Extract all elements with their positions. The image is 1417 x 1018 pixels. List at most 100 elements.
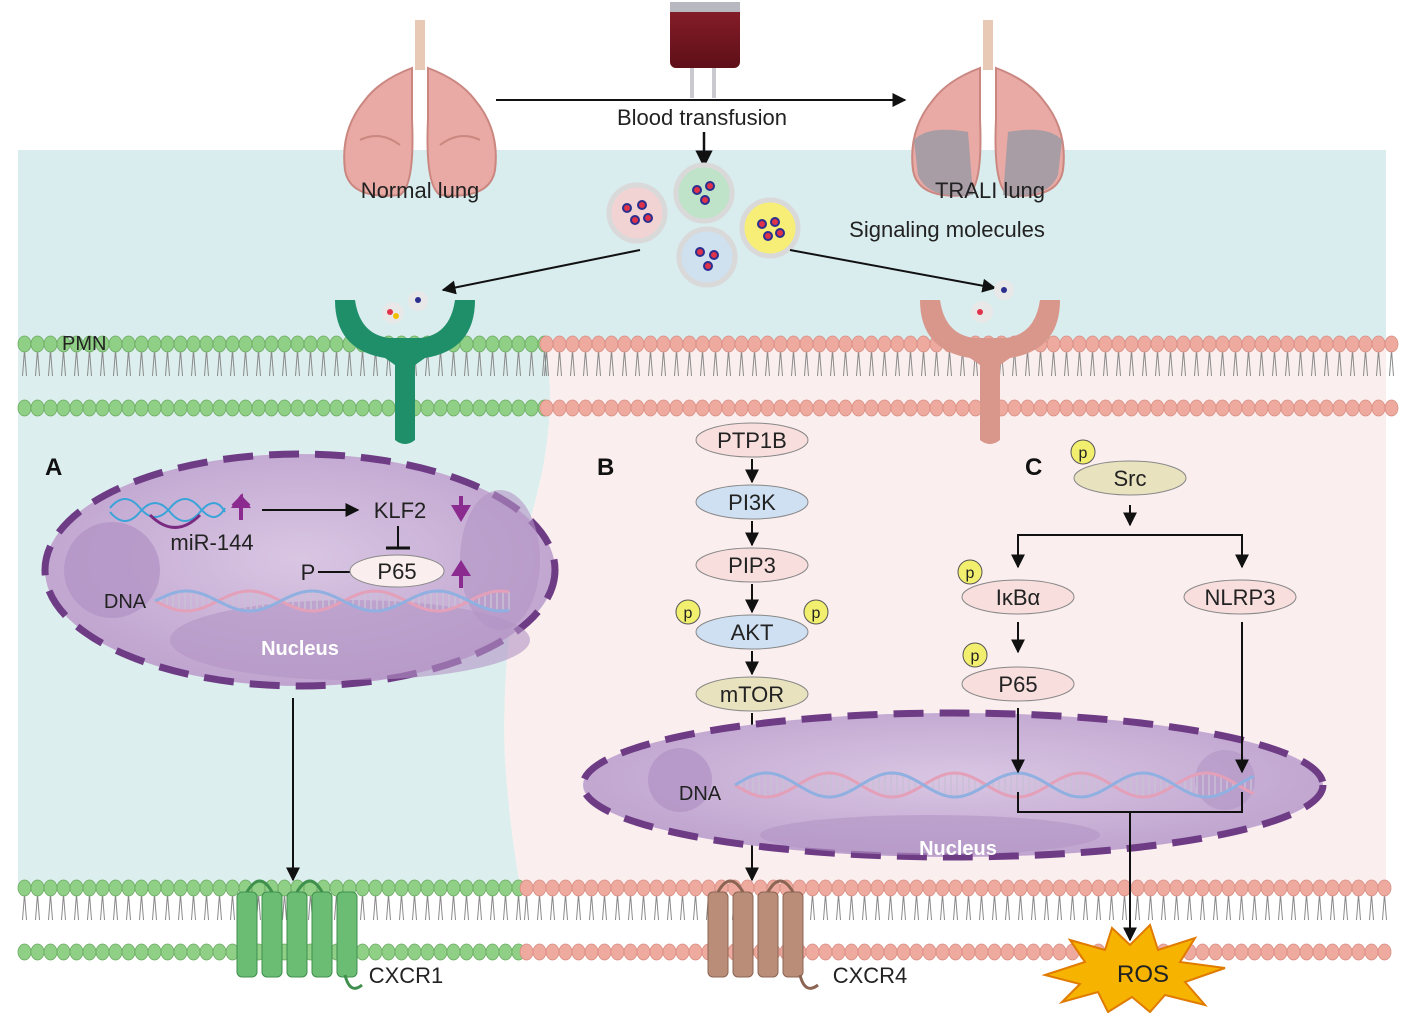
- lipid-head: [682, 399, 697, 417]
- lipid-tail: [845, 349, 848, 377]
- lipid-tail: [1265, 893, 1268, 921]
- lipid-head: [565, 399, 580, 417]
- lipid-tail: [726, 349, 729, 377]
- lipid-head: [584, 943, 599, 961]
- lipid-tail: [48, 893, 51, 921]
- lipid-tail: [1254, 893, 1257, 921]
- lipid-tail: [942, 893, 945, 921]
- lipid-tail: [1382, 893, 1385, 921]
- lipid-tail: [399, 893, 402, 921]
- lipid-tail: [427, 893, 430, 921]
- lipid-tail: [557, 349, 560, 377]
- lipid-tail: [576, 893, 579, 921]
- lipid-tail: [438, 349, 441, 377]
- lipid-head: [277, 335, 292, 353]
- lipid-tail: [334, 893, 337, 921]
- lipid-tail: [539, 893, 542, 921]
- lipid-head: [903, 335, 918, 353]
- lipid-tail: [1233, 349, 1236, 377]
- lipid-head: [909, 943, 924, 961]
- lipid-tail: [440, 893, 443, 921]
- lipid-tail: [1220, 349, 1223, 377]
- lipid-head: [212, 879, 227, 897]
- lipid-tail: [1181, 349, 1184, 377]
- lipid-tail: [793, 349, 796, 377]
- lipid-head: [95, 399, 110, 417]
- lipid-head: [649, 943, 664, 961]
- lipid-tail: [477, 349, 480, 377]
- lipid-tail: [425, 893, 428, 921]
- lipid-head: [17, 879, 32, 897]
- lipid-head: [539, 399, 554, 417]
- arrow-to-right-receptor: [789, 249, 997, 293]
- lipid-tail: [308, 349, 311, 377]
- lipid-head: [82, 879, 97, 897]
- lipid-head: [186, 335, 201, 353]
- panel-a-nucleus: [41, 450, 559, 690]
- lipid-tail: [650, 349, 653, 377]
- lipid-head: [199, 399, 214, 417]
- src-label: Src: [1114, 466, 1147, 491]
- lipid-tail: [284, 893, 287, 921]
- lipid-tail: [611, 349, 614, 377]
- lipid-tail: [89, 349, 92, 377]
- lipid-head: [212, 399, 227, 417]
- lipid-tail: [1228, 893, 1231, 921]
- lipid-head: [17, 335, 32, 353]
- lipid-head: [1293, 399, 1308, 417]
- lipid-tail: [479, 349, 482, 377]
- lipid-tail: [24, 349, 27, 377]
- lipid-tail: [1111, 893, 1114, 921]
- lipid-head: [472, 943, 487, 961]
- lipid-tail: [741, 349, 744, 377]
- lipid-tail: [373, 893, 376, 921]
- pathway-node-pi3k: [695, 484, 809, 520]
- lipid-tail: [191, 349, 194, 377]
- lipid-tail: [76, 349, 79, 377]
- lipid-head: [1221, 943, 1236, 961]
- lipid-head: [656, 335, 671, 353]
- lipid-tail: [806, 349, 809, 377]
- lipid-tail: [334, 349, 337, 377]
- lipid-head: [368, 879, 383, 897]
- lipid-tail: [256, 349, 259, 377]
- lipid-head: [610, 943, 625, 961]
- lipid-tail: [152, 349, 155, 377]
- lipid-tail: [654, 893, 657, 921]
- lipid-tail: [128, 893, 131, 921]
- lipid-tail: [715, 349, 718, 377]
- lipid-tail: [871, 349, 874, 377]
- lipid-tail: [656, 893, 659, 921]
- lipid-head: [446, 399, 461, 417]
- lipid-tail: [89, 893, 92, 921]
- lipid-tail: [542, 349, 545, 377]
- lipid-head: [708, 335, 723, 353]
- lipid-tail: [851, 893, 854, 921]
- dna-label-a: DNA: [104, 591, 147, 613]
- klf2-down-arrow: [451, 505, 471, 522]
- lipid-head: [69, 399, 84, 417]
- lipid-head: [43, 335, 58, 353]
- lipid-tail: [895, 349, 898, 377]
- pathway-node-mtor: [695, 676, 809, 712]
- lipid-head: [1371, 335, 1386, 353]
- lipid-tail: [219, 893, 222, 921]
- lipid-tail: [1038, 349, 1041, 377]
- lipid-head: [43, 879, 58, 897]
- lipid-head: [662, 879, 677, 897]
- lipid-tail: [102, 349, 105, 377]
- lipid-tail: [165, 893, 168, 921]
- lipid-head: [1124, 335, 1139, 353]
- lipid-tail: [1298, 349, 1301, 377]
- lipid-head: [1215, 399, 1230, 417]
- lipid-tail: [464, 893, 467, 921]
- lipid-head: [368, 399, 383, 417]
- lipid-tail: [1300, 349, 1303, 377]
- lipid-head: [864, 399, 879, 417]
- lipid-head: [773, 335, 788, 353]
- lipid-head: [844, 943, 859, 961]
- lipid-tail: [503, 893, 506, 921]
- lipid-head: [355, 879, 370, 897]
- lipid-head: [844, 879, 859, 897]
- lipid-head: [1065, 879, 1080, 897]
